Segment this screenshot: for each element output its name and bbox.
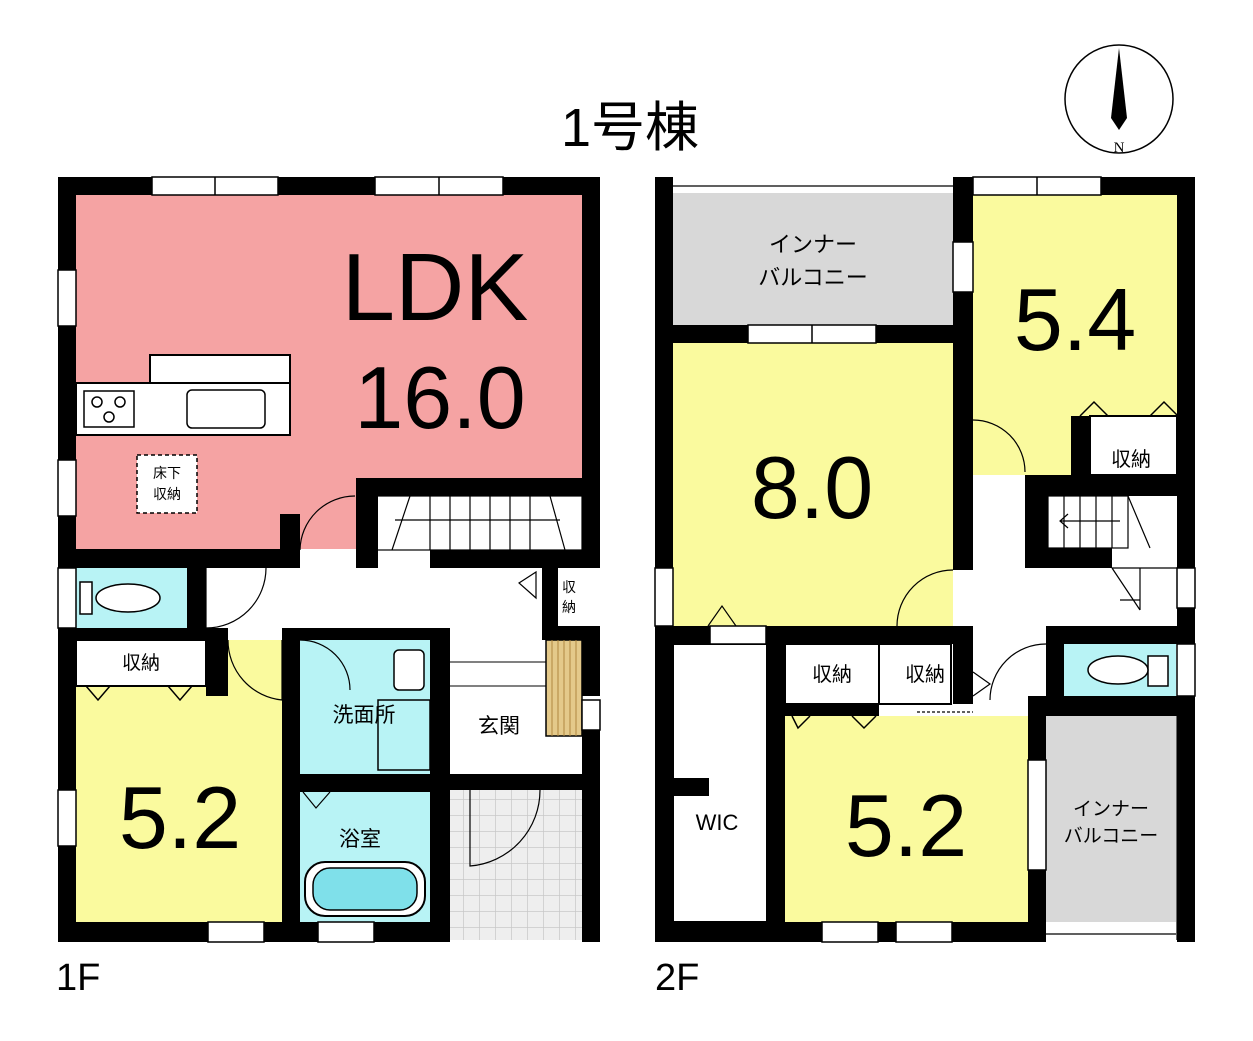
bathroom-label: 浴室 xyxy=(339,827,381,851)
floor-2-plan: インナー バルコニー 5.4 8.0 5.2 インナー バルコニー 収納 収納 … xyxy=(654,176,1196,999)
stair-storage-label-1: 収 xyxy=(562,580,576,596)
room-center-fill xyxy=(673,343,953,626)
closet-1f-label: 収納 xyxy=(122,652,160,674)
stairs-2f xyxy=(1047,495,1177,611)
washroom-label: 洗面所 xyxy=(333,703,396,727)
bedroom-1f-fill xyxy=(76,640,282,923)
compass: N xyxy=(1064,44,1174,156)
inner-balcony-side-label-1: インナー xyxy=(1073,798,1149,820)
storage-mid-left-label: 収納 xyxy=(812,662,852,686)
stair-storage-label-2: 納 xyxy=(562,600,576,616)
underfloor-storage xyxy=(136,454,198,514)
inner-balcony-side-fill xyxy=(1046,716,1176,922)
ldk-size: 16.0 xyxy=(354,348,525,447)
stairs-1f xyxy=(375,495,583,551)
room-south-fill xyxy=(785,716,1028,922)
underfloor-storage-label-1: 床下 xyxy=(153,466,181,482)
underfloor-storage-label-2: 収納 xyxy=(153,487,181,503)
compass-north-label: N xyxy=(1114,140,1125,156)
toilet-1f-icon xyxy=(95,583,161,613)
room-center-size: 8.0 xyxy=(751,438,873,537)
entrance-tiles xyxy=(448,790,582,940)
toilet-2f-icon xyxy=(1087,655,1149,685)
storage-mid-right-label: 収納 xyxy=(905,662,945,686)
inner-balcony-top-label-2: バルコニー xyxy=(758,266,868,291)
inner-balcony-side-label-2: バルコニー xyxy=(1064,825,1159,847)
windows-2f xyxy=(654,176,1196,943)
room-ne-size: 5.4 xyxy=(1014,270,1136,369)
room-south-size: 5.2 xyxy=(845,776,967,875)
floor-2-label: 2F xyxy=(655,957,699,999)
sink-icon xyxy=(186,389,266,429)
inner-balcony-top-fill xyxy=(673,193,953,325)
stove-icon xyxy=(83,390,135,428)
bedroom-1f-size: 5.2 xyxy=(119,768,241,867)
compass-needle-icon xyxy=(1111,48,1127,130)
page-title: 1号棟 xyxy=(561,98,699,158)
storage-mid-right xyxy=(878,643,952,705)
floor-1-label: 1F xyxy=(56,957,100,999)
walk-in-closet-label: WIC xyxy=(696,810,739,835)
toilet-2f-tank-icon xyxy=(1147,655,1169,687)
storage-ne-label: 収納 xyxy=(1111,447,1151,471)
toilet-1f-tank-icon xyxy=(79,581,93,615)
ldk-name: LDK xyxy=(342,234,529,341)
wash-basin-icon xyxy=(393,649,425,691)
windows-1f xyxy=(57,176,601,943)
floor-1-plan: 床下 収納 xyxy=(56,176,601,999)
entrance-label: 玄関 xyxy=(478,714,520,738)
inner-balcony-top-label-1: インナー xyxy=(769,233,857,258)
